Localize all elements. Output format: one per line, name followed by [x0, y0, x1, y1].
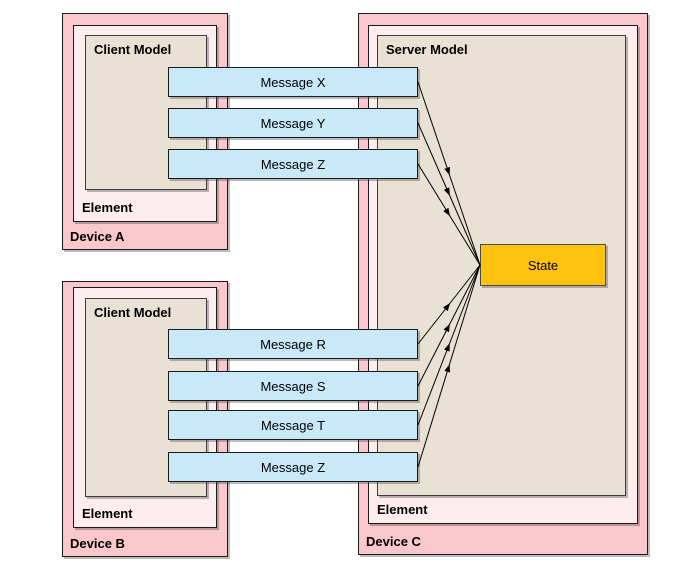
state-label: State: [527, 257, 559, 273]
message-s-box: Message S: [168, 371, 418, 401]
message-t-label: Message T: [260, 417, 326, 433]
device-a-element-label: Element: [82, 200, 133, 215]
message-z-b-label: Message Z: [260, 459, 326, 475]
device-b-element-label: Element: [82, 506, 133, 521]
device-c-label: Device C: [366, 534, 421, 549]
message-x-label: Message X: [260, 74, 326, 90]
message-r-label: Message R: [260, 336, 326, 352]
device-b-label: Device B: [70, 536, 125, 551]
message-z-b-box: Message Z: [168, 452, 418, 482]
message-y-box: Message Y: [168, 108, 418, 138]
device-b-element-box: Client Model Element: [73, 287, 217, 528]
message-x-box: Message X: [168, 67, 418, 97]
message-t-box: Message T: [168, 410, 418, 440]
message-s-label: Message S: [260, 378, 326, 394]
state-box: State: [480, 244, 606, 286]
device-c-server-model-label: Server Model: [386, 42, 468, 57]
device-a-client-model-label: Client Model: [94, 42, 172, 57]
message-y-label: Message Y: [260, 115, 326, 131]
device-c-element-label: Element: [377, 502, 428, 517]
message-r-box: Message R: [168, 329, 418, 359]
device-a-label: Device A: [70, 229, 125, 244]
message-z-a-box: Message Z: [168, 149, 418, 179]
device-b-client-model-label: Client Model: [94, 305, 172, 320]
message-z-a-label: Message Z: [260, 156, 326, 172]
